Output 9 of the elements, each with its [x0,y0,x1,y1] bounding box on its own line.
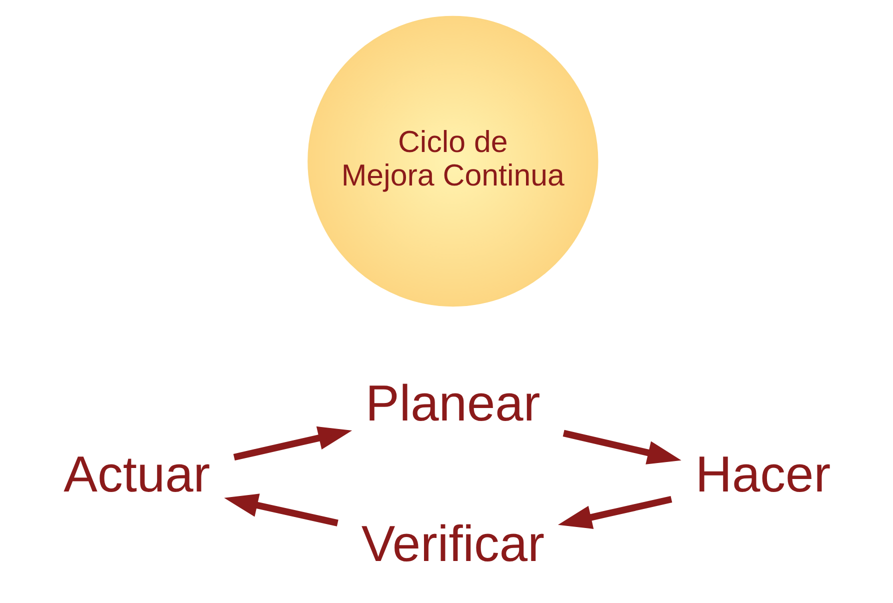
node-text: Planear [365,374,540,432]
arrow [557,496,672,529]
arrow [562,430,681,464]
node-text: Verificar [360,514,544,572]
arrow [232,426,352,461]
node-circle: Ciclo de Mejora Continua [305,14,600,308]
node-text: Hacer [694,446,830,503]
arrow [224,494,338,526]
node-text: Actuar [63,446,210,503]
